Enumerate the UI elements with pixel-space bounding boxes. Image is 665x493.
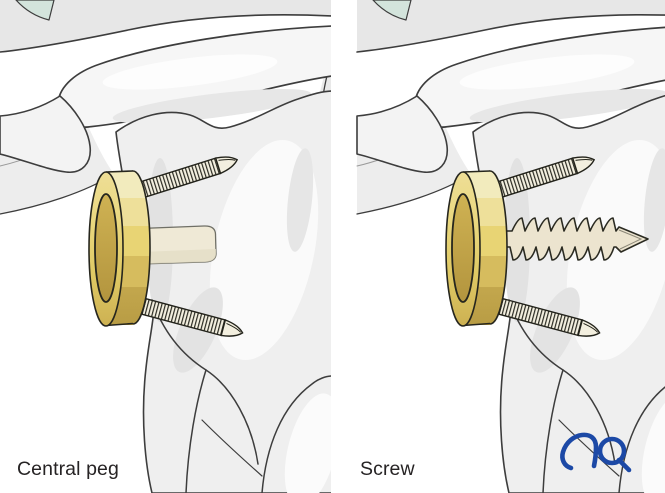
caption-central-peg: Central peg [17, 458, 119, 480]
caption-screw: Screw [360, 458, 415, 480]
implant-ring [445, 170, 508, 327]
central-peg [139, 225, 217, 265]
left-panel [0, 0, 331, 493]
implant-ring [88, 170, 151, 327]
right-panel [356, 0, 665, 493]
